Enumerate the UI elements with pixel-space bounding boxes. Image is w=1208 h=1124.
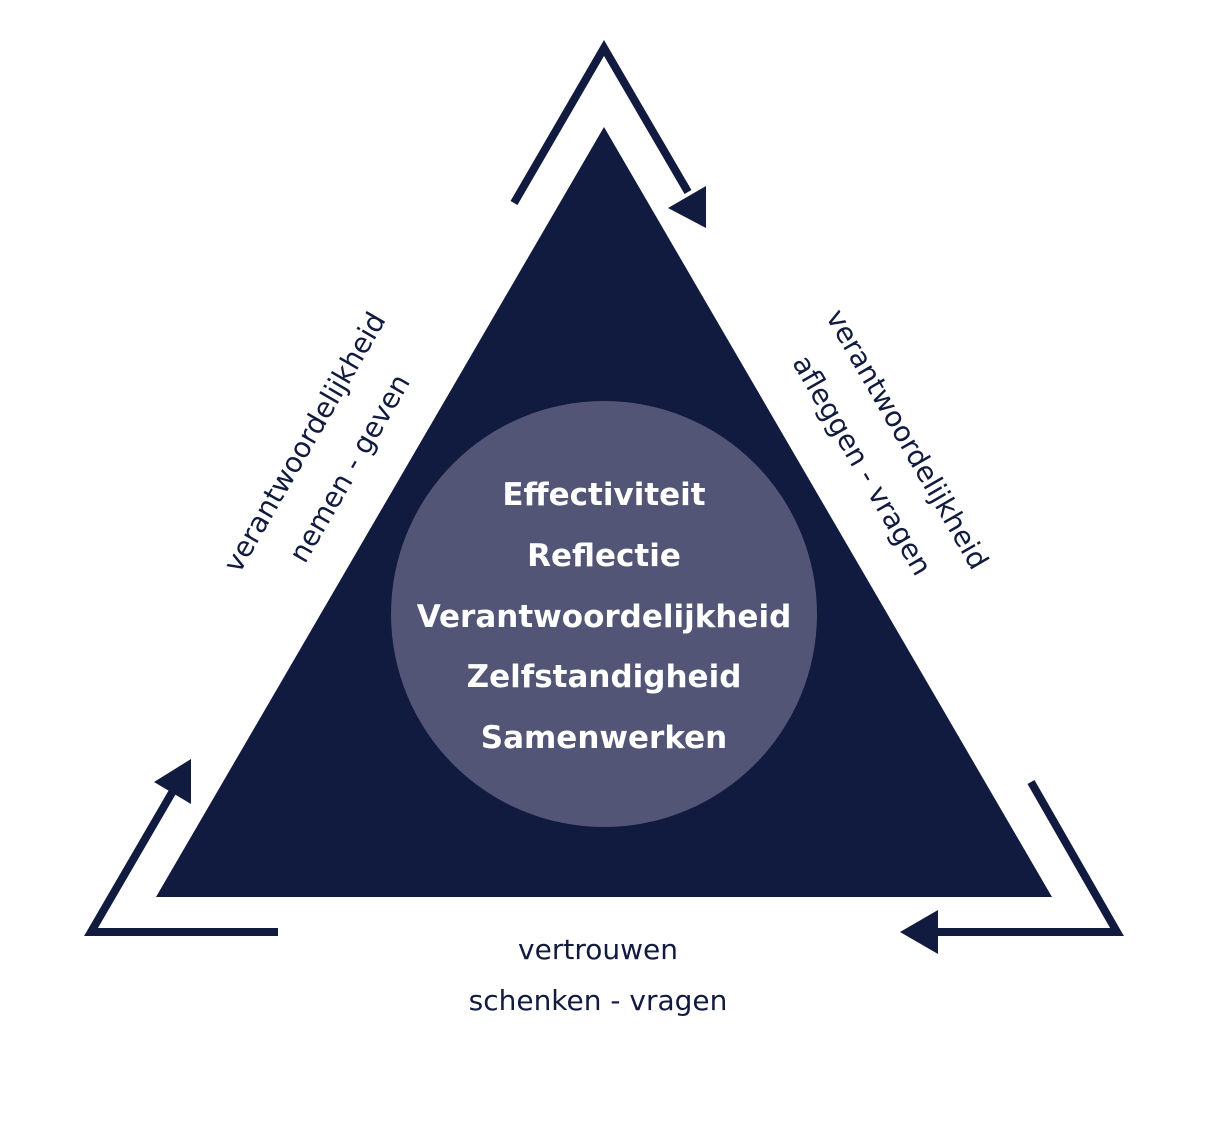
top-arrow-icon [510, 40, 706, 228]
core-value-samenwerken: Samenwerken [481, 720, 727, 756]
core-values: Effectiviteit Reflectie Verantwoordelijk… [417, 477, 792, 756]
core-circle [391, 401, 817, 827]
core-value-reflectie: Reflectie [527, 538, 681, 574]
right-arrow-icon [900, 780, 1124, 954]
core-value-verantwoordelijkheid: Verantwoordelijkheid [417, 599, 792, 635]
left-arrow-icon [84, 759, 278, 936]
bottom-side-label: vertrouwen schenken - vragen [469, 933, 728, 1017]
bottom-side-label-line1: vertrouwen [518, 933, 678, 966]
core-value-zelfstandigheid: Zelfstandigheid [467, 659, 742, 695]
bottom-side-label-line2: schenken - vragen [469, 984, 728, 1017]
core-value-effectiviteit: Effectiviteit [502, 477, 705, 513]
